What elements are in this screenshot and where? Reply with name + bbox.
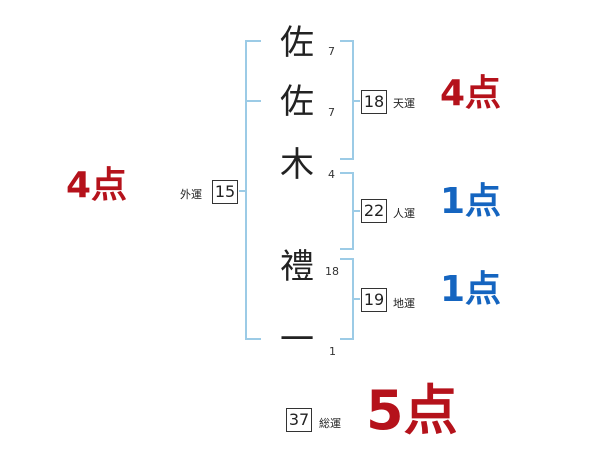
ten-fortune-value: 18 bbox=[361, 90, 387, 114]
outer-bracket-connector bbox=[239, 190, 247, 192]
jin-bracket-bottom-tick bbox=[340, 248, 354, 250]
jin-fortune-score: 1点 bbox=[440, 181, 502, 222]
gai-fortune-value: 15 bbox=[212, 180, 238, 204]
stroke-count-4: 18 bbox=[325, 265, 339, 278]
stroke-count-5: 1 bbox=[329, 345, 336, 358]
name-char-2: 佐 bbox=[280, 82, 314, 122]
jin-fortune-value: 22 bbox=[361, 199, 387, 223]
chi-fortune-label: 地運 bbox=[393, 297, 415, 310]
chi-fortune-score: 1点 bbox=[440, 269, 502, 310]
name-char-5: 一 bbox=[280, 320, 314, 360]
jin-fortune-label: 人運 bbox=[393, 207, 415, 220]
stroke-count-1: 7 bbox=[328, 45, 335, 58]
name-char-3: 木 bbox=[280, 145, 314, 185]
chi-fortune-value: 19 bbox=[361, 288, 387, 312]
outer-bracket-mid-tick bbox=[245, 100, 261, 102]
jin-bracket-connector bbox=[352, 210, 360, 212]
name-char-1: 佐 bbox=[280, 23, 314, 63]
name-char-4: 禮 bbox=[280, 247, 314, 287]
ten-bracket-top-tick bbox=[340, 40, 354, 42]
ten-fortune-score: 4点 bbox=[440, 73, 502, 114]
stroke-count-3: 4 bbox=[328, 168, 335, 181]
stroke-count-2: 7 bbox=[328, 106, 335, 119]
outer-bracket-top-tick bbox=[245, 40, 261, 42]
ten-bracket-bottom-tick bbox=[340, 158, 354, 160]
ten-fortune-label: 天運 bbox=[393, 97, 415, 110]
so-fortune-label: 総運 bbox=[319, 417, 341, 430]
chi-bracket-bottom-tick bbox=[340, 338, 354, 340]
jin-bracket-top-tick bbox=[340, 172, 354, 174]
gai-fortune-score: 4点 bbox=[66, 165, 128, 206]
ten-bracket-connector bbox=[352, 100, 360, 102]
so-fortune-value: 37 bbox=[286, 408, 312, 432]
so-fortune-score: 5点 bbox=[366, 379, 458, 442]
chi-bracket-top-tick bbox=[340, 258, 354, 260]
gai-fortune-label: 外運 bbox=[180, 188, 202, 201]
outer-bracket-bottom-tick bbox=[245, 338, 261, 340]
chi-bracket-connector bbox=[352, 298, 360, 300]
